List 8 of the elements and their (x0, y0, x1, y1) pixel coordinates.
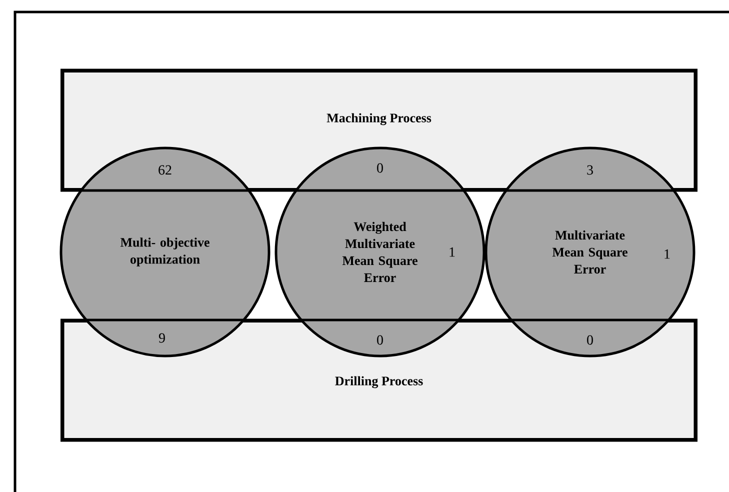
count-label: 1 (664, 249, 670, 259)
count-label: 0 (377, 335, 383, 345)
count-label: 1 (450, 247, 455, 257)
count-label: 62 (158, 165, 172, 175)
count-label: 3 (587, 165, 593, 175)
count-label: 0 (377, 163, 383, 173)
count-label: 9 (158, 333, 165, 343)
count-label: 0 (587, 335, 593, 345)
